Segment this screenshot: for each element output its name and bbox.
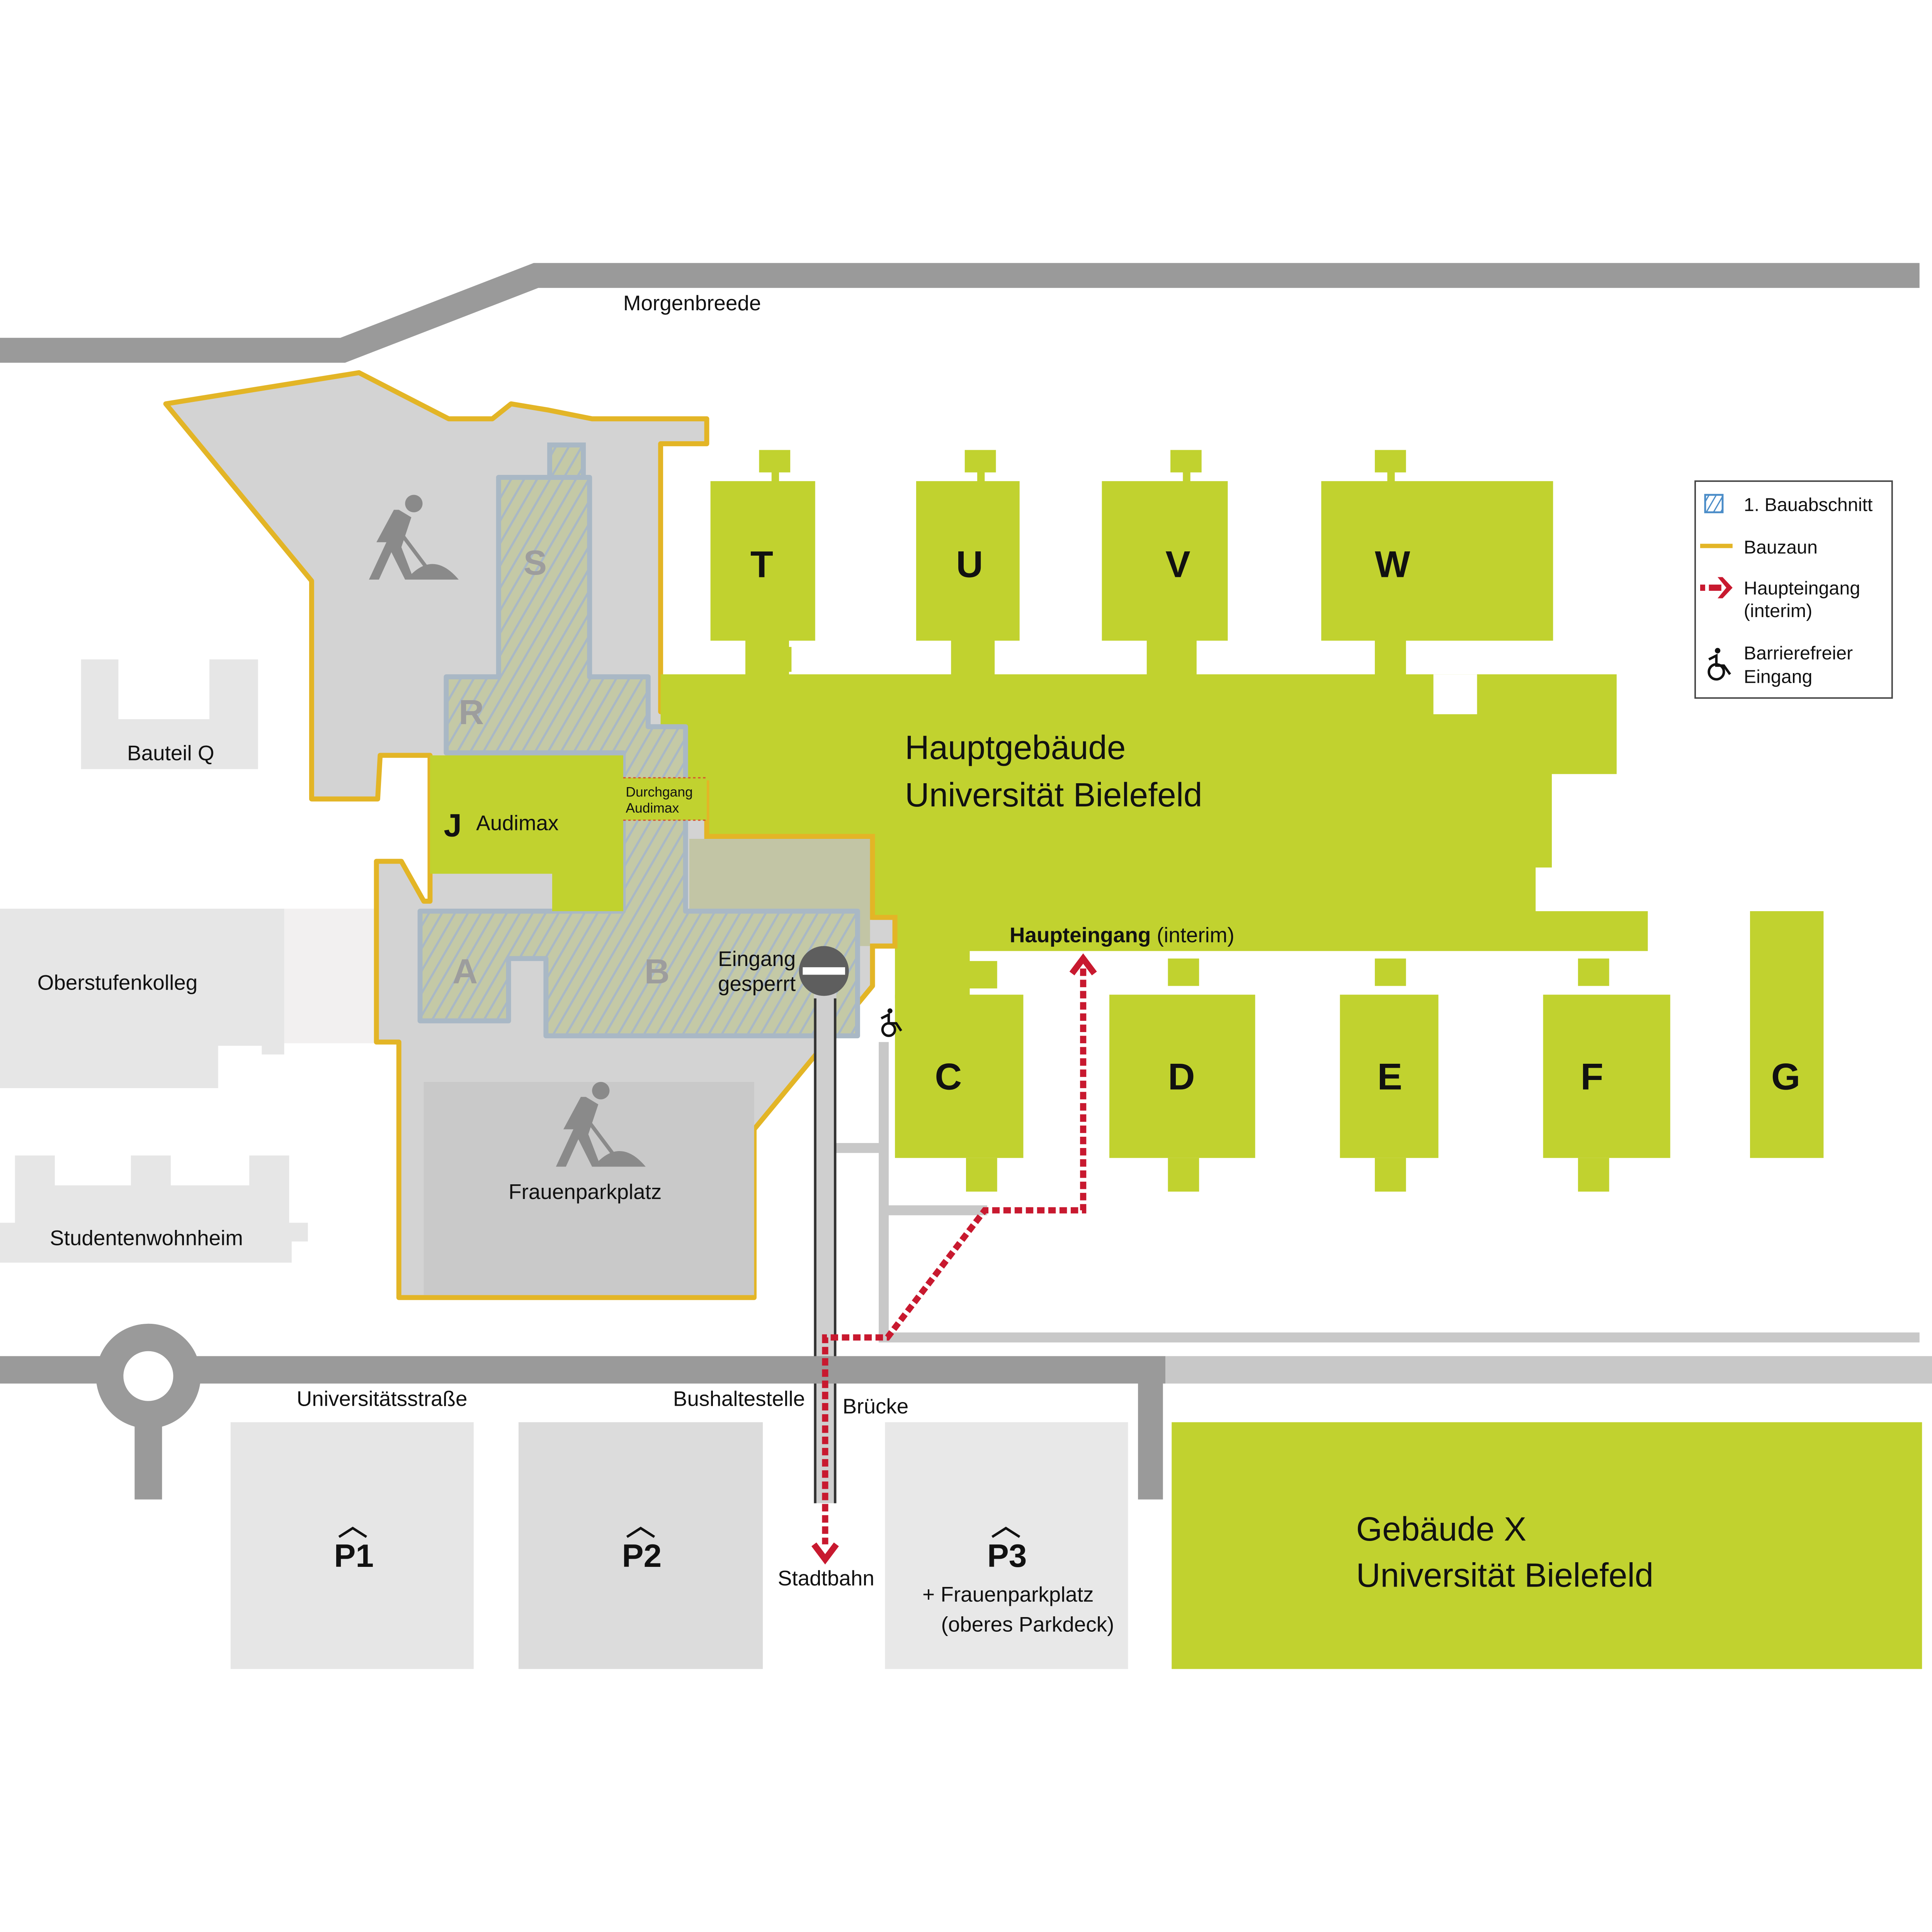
wing-v — [1102, 450, 1228, 677]
main-building-notch — [1433, 674, 1477, 714]
wing-label-t: T — [750, 543, 773, 585]
parking-roof-icon — [338, 1527, 367, 1538]
closed-entrance-label-1: Eingang — [718, 947, 796, 971]
parking-label-p2: P2 — [622, 1537, 662, 1574]
wing-label-w: W — [1375, 543, 1410, 585]
passage-audimax — [623, 777, 707, 820]
legend-label-section: 1. Bauabschnitt — [1744, 495, 1873, 515]
wing-label-d: D — [1168, 1055, 1195, 1097]
section-label-s: S — [524, 543, 547, 582]
label-oberstufenkolleg: Oberstufenkolleg — [37, 970, 198, 994]
wing-f — [1543, 958, 1670, 1192]
label-women-parking: Frauenparkplatz — [509, 1180, 662, 1204]
parking-roof-icon — [626, 1527, 655, 1538]
section-hatch-small — [547, 442, 586, 480]
legend-label-entrance-1: Haupteingang — [1744, 578, 1860, 599]
closed-entrance-label-2: gesperrt — [718, 972, 796, 996]
construction-worker-icon — [369, 495, 459, 580]
main-building-title-2: Universität Bielefeld — [905, 776, 1202, 814]
label-tram: Stadtbahn — [778, 1566, 874, 1590]
audimax-letter: J — [444, 807, 462, 844]
parking-p2 — [518, 1422, 763, 1669]
construction-worker-icon — [556, 1082, 646, 1167]
label-bus-stop: Bushaltestelle — [673, 1387, 805, 1411]
building-audimax — [430, 755, 623, 912]
label-bridge: Brücke — [843, 1394, 909, 1418]
label-studentenwohnheim: Studentenwohnheim — [50, 1226, 243, 1250]
route-arrow-up-icon — [1069, 953, 1097, 976]
parking-label-p1: P1 — [334, 1537, 374, 1574]
wheelchair-icon — [881, 1008, 902, 1037]
main-building — [660, 674, 1648, 951]
wing-t — [710, 450, 815, 677]
building-x-title-2: Universität Bielefeld — [1356, 1556, 1654, 1594]
wing-c — [895, 948, 1024, 1192]
legend-label-accessible-1: Barrierefreier — [1744, 643, 1853, 663]
main-entrance-label: Haupteingang (interim) — [1010, 923, 1235, 947]
wing-u — [916, 450, 1020, 677]
main-entrance-note: (interim) — [1157, 923, 1235, 947]
section-label-b: B — [645, 952, 670, 991]
building-studentenwohnheim — [0, 1155, 308, 1263]
section-hatch-area — [417, 475, 860, 1039]
bridge — [814, 980, 837, 1503]
wing-label-f: F — [1580, 1055, 1603, 1097]
wing-d — [1109, 958, 1255, 1192]
parking-p3-note-1: + Frauenparkplatz — [922, 1582, 1094, 1606]
audimax-label: Audimax — [476, 811, 558, 835]
main-entrance-bold: Haupteingang — [1010, 923, 1151, 947]
passage-label-2: Audimax — [626, 800, 679, 816]
route-arrow-down-icon — [811, 1542, 839, 1565]
section-label-a: A — [452, 952, 478, 991]
building-bauteil-q — [81, 659, 258, 769]
wheelchair-icon — [1708, 648, 1731, 681]
passage-label-1: Durchgang — [626, 784, 693, 799]
wing-g — [1750, 911, 1824, 1158]
street-label-morgenbreede: Morgenbreede — [623, 291, 761, 315]
wing-w — [1321, 450, 1553, 677]
street-label-universitaetsstrasse: Universitätsstraße — [297, 1387, 468, 1411]
legend: 1. Bauabschnitt Bauzaun Haupteingang (in… — [1694, 480, 1893, 699]
route-main-entrance — [822, 968, 1087, 1544]
parking-label-p3: P3 — [987, 1537, 1027, 1574]
dashed-arrow-icon — [1700, 577, 1733, 599]
parking-p3 — [885, 1422, 1128, 1669]
fence-segment — [704, 780, 898, 986]
wing-label-c: C — [935, 1055, 962, 1097]
wing-label-g: G — [1771, 1055, 1800, 1097]
oberstufenkolleg-annex — [284, 908, 374, 1043]
road-morgenbreede — [0, 263, 1920, 363]
parking-roof-icon — [992, 1527, 1020, 1538]
main-building-title-1: Hauptgebäude — [905, 729, 1126, 767]
building-x — [1172, 1422, 1922, 1669]
wing-label-v: V — [1165, 543, 1190, 585]
wing-label-u: U — [956, 543, 983, 585]
roundabout — [96, 1323, 201, 1429]
building-x-title-1: Gebäude X — [1356, 1510, 1527, 1548]
hatch-icon — [1704, 494, 1724, 514]
parking-p3-note-2: (oberes Parkdeck) — [941, 1612, 1114, 1636]
no-entry-icon — [799, 946, 849, 996]
label-bauteil-q: Bauteil Q — [127, 741, 214, 765]
legend-label-accessible-2: Eingang — [1744, 667, 1813, 687]
parking-p1 — [230, 1422, 474, 1669]
legend-label-fence: Bauzaun — [1744, 537, 1818, 558]
building-oberstufenkolleg — [0, 908, 284, 1088]
wing-label-e: E — [1378, 1055, 1403, 1097]
section-label-r: R — [459, 693, 484, 732]
wing-e — [1340, 958, 1439, 1192]
legend-label-entrance-2: (interim) — [1744, 600, 1812, 621]
